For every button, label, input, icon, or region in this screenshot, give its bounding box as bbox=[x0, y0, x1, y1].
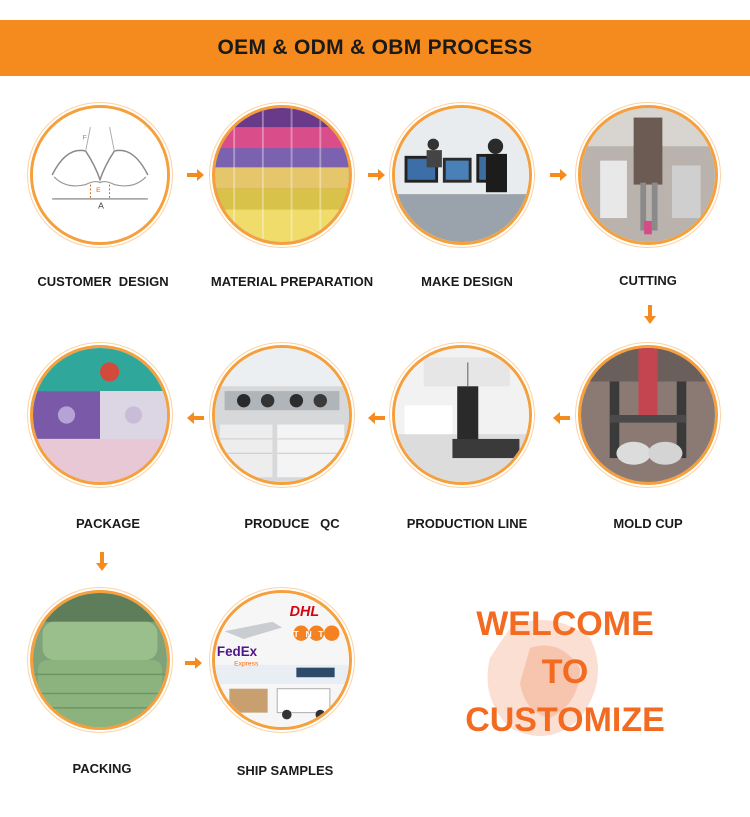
step-label-produce-qc: PRODUCE QC bbox=[244, 516, 340, 531]
mark-f: F bbox=[83, 135, 87, 142]
welcome-background-icon bbox=[487, 620, 598, 736]
packing-image bbox=[30, 590, 170, 730]
step-label-customer-design: CUSTOMER DESIGN bbox=[37, 274, 169, 289]
fedex-logo: FedEx bbox=[217, 644, 258, 659]
process-banner: OEM & ODM & OBM PROCESS bbox=[0, 20, 750, 76]
step-label-production-line: PRODUCTION LINE bbox=[406, 516, 528, 531]
arrow-right-icon bbox=[187, 169, 204, 181]
step-label-cutting: CUTTING bbox=[619, 273, 677, 288]
production-line-image bbox=[392, 345, 532, 485]
step-label-package: PACKAGE bbox=[75, 516, 141, 531]
cutting-image bbox=[578, 105, 718, 245]
produce-qc-image bbox=[212, 345, 352, 485]
arrow-down-icon bbox=[96, 552, 108, 571]
dhl-logo: DHL bbox=[290, 604, 319, 620]
customer-design-image: A E F bbox=[30, 105, 170, 245]
welcome-line1: WELCOME bbox=[476, 605, 654, 643]
step-label-packing: PACKING bbox=[72, 761, 132, 776]
mark-e: E bbox=[96, 187, 101, 194]
arrow-down-icon bbox=[644, 305, 656, 324]
tnt-logo: TNT bbox=[293, 629, 330, 639]
banner-title: OEM & ODM & OBM PROCESS bbox=[217, 36, 533, 59]
welcome-line2: TO bbox=[541, 653, 589, 691]
ship-samples-image: DHL TNT FedEx Express bbox=[212, 590, 352, 730]
material-preparation-image bbox=[212, 105, 352, 245]
welcome-line3: CUSTOMIZE bbox=[465, 701, 665, 739]
step-label-mold-cup: MOLD CUP bbox=[613, 516, 683, 531]
step-label-material-preparation: MATERIAL PREPARATION bbox=[210, 274, 374, 289]
arrow-left-icon bbox=[368, 412, 385, 424]
arrow-left-icon bbox=[553, 412, 570, 424]
arrow-left-icon bbox=[187, 412, 204, 424]
welcome-block: WELCOME TO CUSTOMIZE bbox=[440, 600, 690, 744]
arrow-right-icon bbox=[185, 657, 202, 669]
package-image bbox=[30, 345, 170, 485]
fedex-express-label: Express bbox=[234, 661, 259, 668]
make-design-image bbox=[392, 105, 532, 245]
arrow-right-icon bbox=[550, 169, 567, 181]
mold-cup-image bbox=[578, 345, 718, 485]
arrow-right-icon bbox=[368, 169, 385, 181]
step-label-ship-samples: SHIP SAMPLES bbox=[236, 763, 334, 778]
mark-a: A bbox=[98, 201, 104, 211]
step-label-make-design: MAKE DESIGN bbox=[421, 274, 513, 289]
